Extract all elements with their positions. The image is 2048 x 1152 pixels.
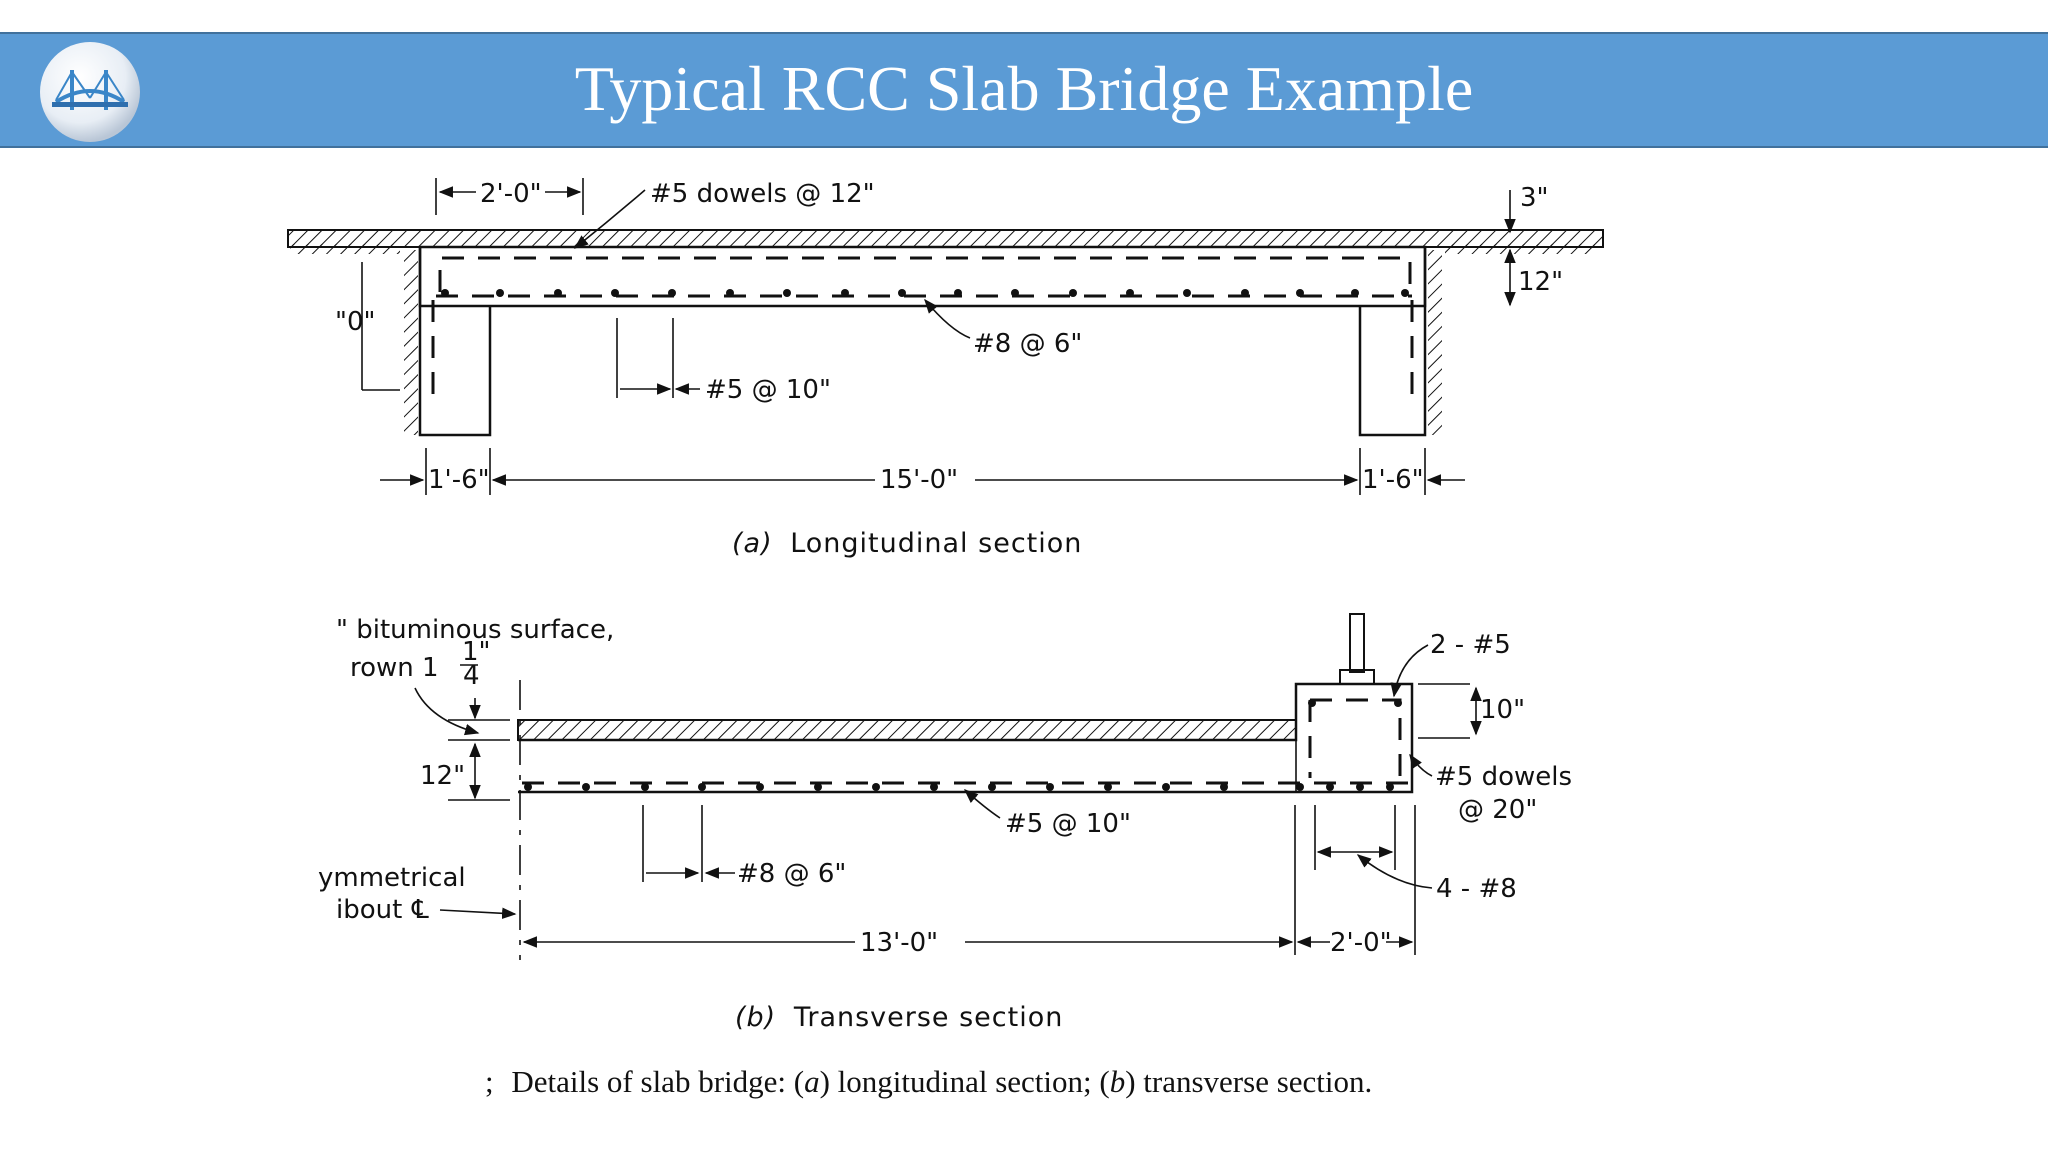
bituminous-surface xyxy=(517,719,1297,741)
dim-12: 12" xyxy=(1518,267,1563,297)
wearing-surface xyxy=(287,229,1604,248)
bridge-globe-icon xyxy=(40,42,140,142)
main-bars-leader xyxy=(924,298,971,339)
curb-bar xyxy=(1308,699,1316,707)
dim-3: 3" xyxy=(1520,183,1549,213)
main-bars-label: #8 @ 6" xyxy=(973,329,1082,359)
curb-dowels-label-2: @ 20" xyxy=(1458,795,1537,825)
dim-2-0: 2'-0" xyxy=(480,179,542,209)
curb-bars-leader xyxy=(1390,644,1429,698)
title-bar: Typical RCC Slab Bridge Example xyxy=(0,32,2048,148)
support-right: 1'-6" xyxy=(1362,465,1424,495)
main-bars-label: #8 @ 6" xyxy=(737,859,846,889)
rail-post xyxy=(1349,613,1365,673)
dist-bars-leader xyxy=(963,789,1001,819)
caption-a: (a) Longitudinal section xyxy=(732,528,1082,559)
slab-bridge-drawing: 2'-0" #5 dowels @ 12" 3" 12" "0" #8 @ 6"… xyxy=(287,178,1604,1099)
curb-dowels-label-1: #5 dowels xyxy=(1435,762,1572,792)
surface-label-2: rown 1 xyxy=(350,653,439,683)
rail-base xyxy=(1339,669,1375,685)
sym-label-2: ibout xyxy=(336,895,402,925)
curb-width-label: 2'-0" xyxy=(1330,928,1392,958)
left-height: "0" xyxy=(335,307,375,337)
left-abutment xyxy=(418,247,492,437)
curb-10-label: 10" xyxy=(1480,695,1525,725)
curb-dowels-leader xyxy=(1409,753,1433,777)
curb-stirrup xyxy=(1308,698,1402,778)
slide-title: Typical RCC Slab Bridge Example xyxy=(574,53,1474,124)
figure-caption: ; Details of slab bridge: (a) longitudin… xyxy=(485,1064,1372,1099)
longitudinal-section: 2'-0" #5 dowels @ 12" 3" 12" "0" #8 @ 6"… xyxy=(287,178,1604,559)
slab-12-label: 12" xyxy=(420,761,465,791)
curb-main-label: 4 - #8 xyxy=(1436,874,1517,904)
dowels-label: #5 dowels @ 12" xyxy=(650,179,875,209)
distribution-bar-dots xyxy=(441,289,1409,297)
fraction-den: 4 xyxy=(463,661,480,691)
sym-label-1: ymmetrical xyxy=(318,863,466,893)
surface-leader xyxy=(414,687,480,736)
surface-label-1: " bituminous surface, xyxy=(336,615,614,645)
sym-leader xyxy=(439,907,517,920)
dowels-leader xyxy=(573,189,646,249)
main-bar-dots xyxy=(524,783,1394,791)
right-soil xyxy=(1428,250,1442,435)
dist-bars-label: #5 @ 10" xyxy=(705,375,831,405)
span-label: 15'-0" xyxy=(880,465,958,495)
caption-b: (b) Transverse section xyxy=(735,1002,1063,1033)
left-soil xyxy=(404,250,418,435)
dist-bars-label: #5 @ 10" xyxy=(1005,809,1131,839)
right-abutment xyxy=(1358,247,1427,437)
support-left: 1'-6" xyxy=(428,465,490,495)
curb-bar xyxy=(1394,699,1402,707)
half-width-label: 13'-0" xyxy=(860,928,938,958)
top-dowel-bars xyxy=(438,256,1412,292)
right-fill xyxy=(1445,244,1595,254)
curb-main-leader xyxy=(1356,854,1433,889)
transverse-section: " bituminous surface, rown 1 1" 4 12" 10… xyxy=(318,613,1572,1033)
left-fill xyxy=(290,244,400,254)
centerline-symbol: ℄ xyxy=(411,895,429,925)
curb-bars-label: 2 - #5 xyxy=(1430,630,1511,660)
fraction-num: 1" xyxy=(462,637,491,667)
